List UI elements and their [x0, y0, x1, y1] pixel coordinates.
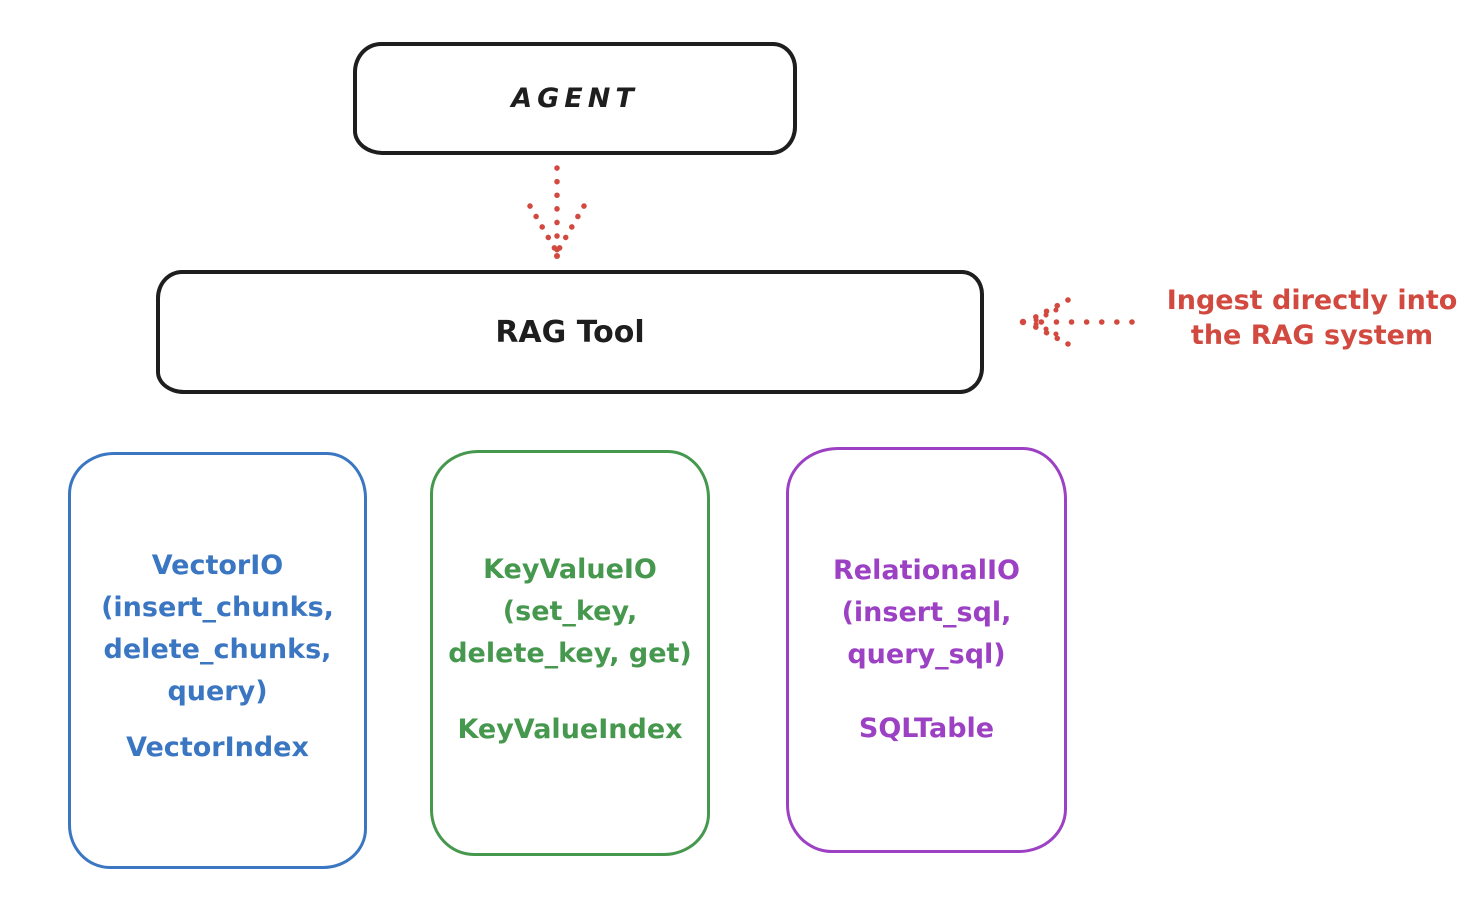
vector-io-card: VectorIO (insert_chunks, delete_chunks, … — [68, 452, 367, 869]
agent-label: AGENT — [511, 83, 639, 114]
card-title-line: (insert_chunks, — [101, 592, 334, 623]
ingest-annotation-line-1: Ingest directly into — [1166, 285, 1458, 316]
sql-table-label: SQLTable — [858, 713, 995, 744]
ingest-annotation-line-2: the RAG system — [1190, 320, 1434, 351]
card-title-line: delete_chunks, — [103, 634, 332, 665]
card-title-line: query) — [167, 676, 268, 707]
card-title-line: KeyValueIO — [483, 554, 657, 585]
vector-index-label: VectorIndex — [126, 732, 309, 763]
card-title-line: (insert_sql, — [841, 597, 1012, 628]
ingest-annotation: Ingest directly into the RAG system — [1140, 283, 1484, 353]
card-title-line: delete_key, get) — [448, 638, 692, 669]
key-value-io-card: KeyValueIO (set_key, delete_key, get) Ke… — [430, 450, 710, 856]
agent-to-ragtool-arrow-icon — [527, 165, 587, 259]
rag-tool-label: RAG Tool — [495, 314, 645, 350]
card-title-line: VectorIO — [151, 550, 284, 581]
key-value-index-label: KeyValueIndex — [457, 714, 683, 745]
card-title-line: query_sql) — [847, 639, 1006, 670]
card-title-line: (set_key, — [502, 596, 638, 627]
annotation-to-ragtool-arrow-icon — [1019, 297, 1135, 347]
relational-io-card: RelationalIO (insert_sql, query_sql) SQL… — [786, 447, 1067, 853]
card-title-line: RelationalIO — [833, 555, 1020, 586]
agent-box: AGENT — [353, 42, 797, 155]
rag-tool-box: RAG Tool — [156, 270, 984, 394]
